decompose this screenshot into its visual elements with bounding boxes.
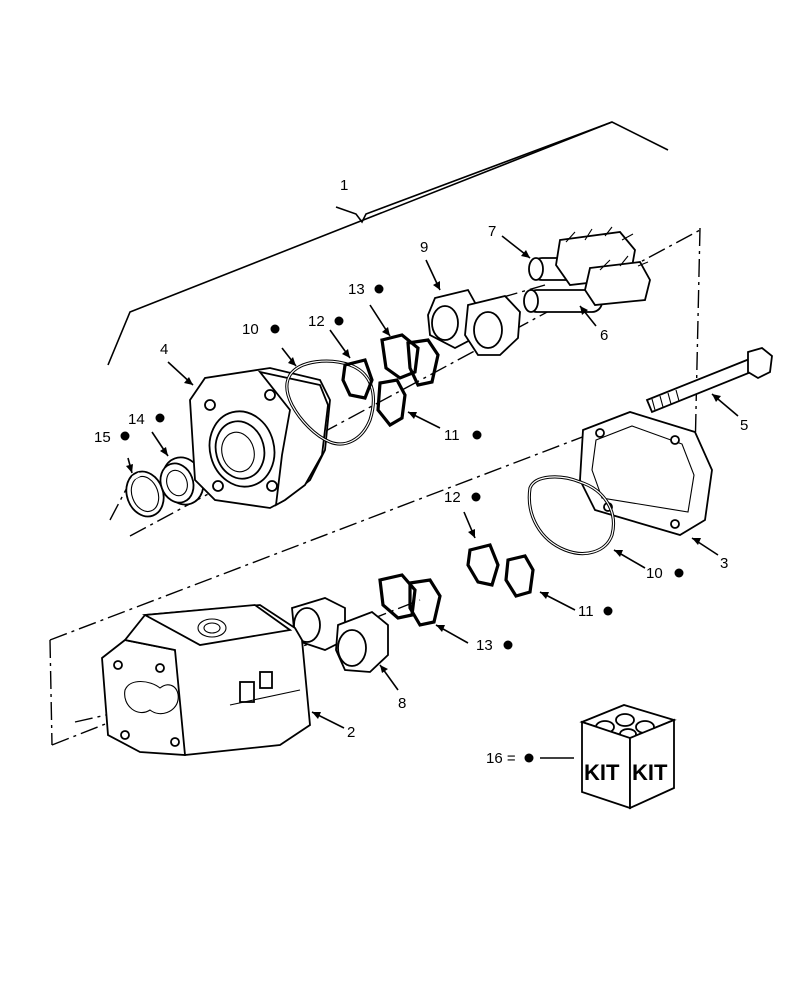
double-seal-upper <box>380 333 440 387</box>
seal-11-upper <box>376 378 407 428</box>
callout-12-upper: 12 <box>308 313 325 330</box>
callout-11-upper: 11 <box>444 427 460 444</box>
callout-1: 1 <box>340 177 348 194</box>
callout-14: 14 <box>128 411 145 428</box>
double-seal-lower <box>378 573 442 627</box>
assembly-bracket <box>107 121 669 366</box>
o-ring-lower <box>527 475 615 556</box>
callout-8: 8 <box>398 695 406 712</box>
kit-marker-dot <box>503 640 513 650</box>
kit-marker-dot <box>524 753 534 763</box>
pump-body <box>101 604 311 756</box>
kit-marker-dot <box>120 431 130 441</box>
kit-marker-dot <box>471 492 481 502</box>
bearing-block-lower <box>291 597 389 673</box>
kit-box-label-left: KIT <box>584 760 620 785</box>
callout-labels: 1 2 3 4 5 6 7 8 9 10 10 11 11 12 12 13 1… <box>94 177 748 741</box>
seal-upper <box>341 358 374 400</box>
callout-5: 5 <box>740 417 748 434</box>
long-bolt <box>645 347 773 414</box>
shaft-seal <box>159 456 205 506</box>
kit-legend: 16 = <box>486 750 534 767</box>
callout-12-lower: 12 <box>444 489 461 506</box>
seal-lower <box>466 543 500 587</box>
callout-13-upper: 13 <box>348 281 365 298</box>
kit-marker-dot <box>334 316 344 326</box>
callout-13-lower: 13 <box>476 637 493 654</box>
callout-3: 3 <box>720 555 728 572</box>
end-cover <box>579 411 713 536</box>
kit-box-label-right: KIT <box>632 760 668 785</box>
kit-marker-dot <box>374 284 384 294</box>
seal-11-lower <box>504 554 535 598</box>
kit-marker-dot <box>603 606 613 616</box>
leader-arrows <box>126 235 739 759</box>
callout-10-lower: 10 <box>646 565 663 582</box>
callout-2: 2 <box>347 724 355 741</box>
drive-gear <box>523 255 651 313</box>
kit-box-icon: KIT KIT <box>579 704 677 810</box>
o-ring-upper <box>285 359 375 446</box>
kit-marker-dot <box>270 324 280 334</box>
callout-6: 6 <box>600 327 608 344</box>
kit-marker-dot <box>674 568 684 578</box>
callout-7: 7 <box>488 223 496 240</box>
callout-11-lower: 11 <box>578 603 594 620</box>
kit-marker-dot <box>472 430 482 440</box>
bearing-block-upper <box>427 288 521 356</box>
callout-10-upper: 10 <box>242 321 259 338</box>
mounting-flange <box>189 367 331 509</box>
callout-15: 15 <box>94 429 111 446</box>
callout-9: 9 <box>420 239 428 256</box>
kit-legend-text: 16 = <box>486 750 516 767</box>
kit-marker-dot <box>155 413 165 423</box>
callout-4: 4 <box>160 341 168 358</box>
